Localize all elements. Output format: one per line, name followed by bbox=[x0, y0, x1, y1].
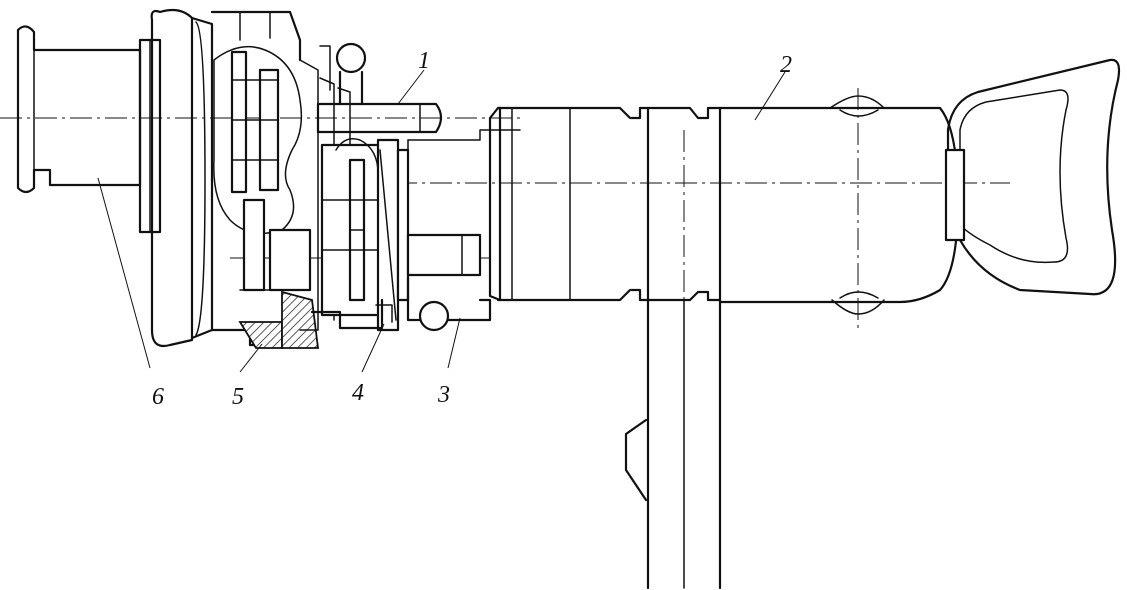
part-2-motor-body bbox=[488, 95, 960, 315]
clutch-plates bbox=[299, 59, 410, 332]
part-6-end-cap bbox=[16, 25, 162, 234]
callout-5: 5 bbox=[232, 384, 244, 410]
callout-4: 4 bbox=[352, 380, 364, 406]
leader-lines bbox=[97, 69, 786, 373]
part-1-lever bbox=[316, 42, 443, 134]
callout-3: 3 bbox=[437, 382, 450, 408]
callout-2: 2 bbox=[780, 52, 792, 78]
rear-handle bbox=[944, 58, 1121, 296]
part-3-lever bbox=[406, 129, 521, 332]
support-leg bbox=[624, 298, 722, 590]
part-5-gear-train bbox=[213, 45, 320, 349]
callout-6: 6 bbox=[152, 384, 164, 410]
callout-1: 1 bbox=[418, 48, 430, 74]
part-4-sleeve bbox=[310, 298, 393, 330]
